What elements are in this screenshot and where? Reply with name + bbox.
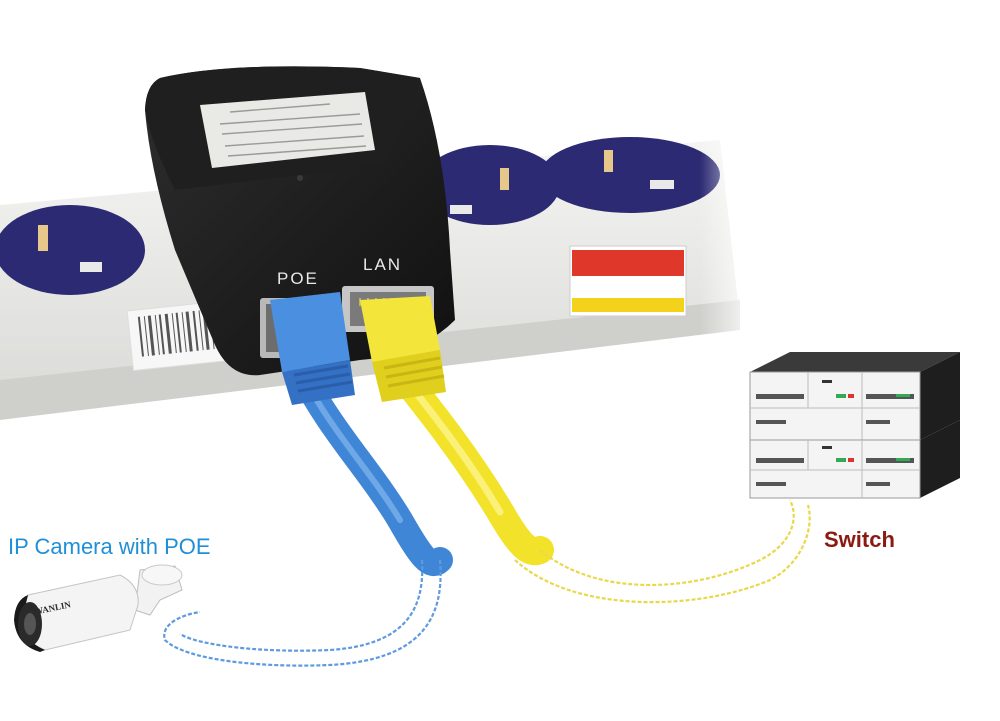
switch-label: Switch xyxy=(824,527,895,552)
network-switch xyxy=(749,352,960,499)
socket-right xyxy=(540,137,720,213)
poe-plug xyxy=(270,292,355,405)
poe-cable-dashed-run xyxy=(163,559,442,667)
ip-camera xyxy=(14,564,183,652)
lan-port-label: LAN xyxy=(363,255,403,274)
socket-middle xyxy=(420,145,560,225)
poe-cable xyxy=(163,292,453,667)
camera-label: IP Camera with POE xyxy=(8,534,211,559)
rating-sticker xyxy=(569,245,687,317)
switch-unit-bottom xyxy=(749,420,960,499)
lan-cable-dashed-run xyxy=(539,499,795,587)
poe-port-label: POE xyxy=(277,269,319,288)
lan-cable xyxy=(360,296,811,604)
socket-left xyxy=(0,205,145,295)
injector-spec-label xyxy=(200,92,375,168)
lan-plug xyxy=(360,296,446,402)
switch-unit-top xyxy=(749,352,960,441)
